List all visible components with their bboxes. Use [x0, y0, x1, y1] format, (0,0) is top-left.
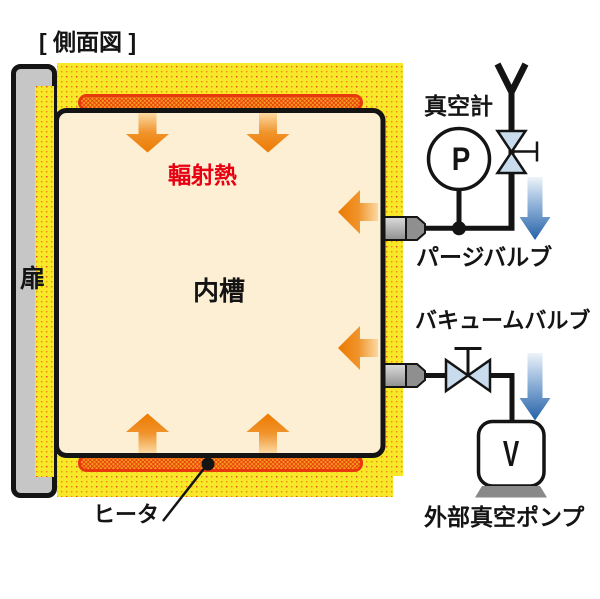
vacuum-pipe-right — [489, 373, 515, 423]
vacuum-valve-label: バキュームバルブ — [415, 308, 591, 333]
vacuum-valve-right-triangle — [465, 357, 492, 394]
heat-arrow-down-right — [246, 113, 290, 153]
vacuum-flow-arrow — [519, 353, 551, 421]
purge-valve-label: パージバルブ — [416, 244, 553, 270]
vacuum-gauge-symbol: P — [451, 141, 471, 177]
inner-chamber-label: 内槽 — [193, 276, 246, 306]
heat-arrow-down-left — [126, 113, 169, 153]
purge-flow-arrow — [519, 177, 551, 240]
purge-port — [383, 216, 426, 241]
vent-y-fork — [494, 62, 529, 100]
heat-arrow-left-lower — [338, 326, 378, 370]
page-title: [ 側面図 ] — [39, 29, 137, 55]
purge-valve-lower-triangle — [495, 149, 528, 175]
insulation-notch — [393, 476, 403, 497]
insulation-strip-door-side — [35, 86, 54, 477]
vacuum-gauge-label: 真空計 — [424, 93, 493, 119]
door-label: 扉 — [20, 265, 46, 293]
external-pump-symbol: V — [502, 433, 520, 474]
inner-chamber — [54, 108, 386, 458]
pipe-junction-dot — [452, 221, 466, 236]
pump-base — [475, 486, 547, 498]
heat-arrow-up-right — [246, 413, 290, 453]
heat-arrow-up-left — [126, 413, 169, 453]
heat-arrow-left-upper — [338, 190, 378, 234]
vacuum-port — [383, 363, 426, 388]
gauge-body — [426, 126, 492, 192]
vacuum-valve-left-triangle — [444, 357, 471, 394]
purge-valve-upper-triangle — [495, 129, 528, 155]
heater-pointer-dot — [201, 457, 215, 471]
heater-pointer-line — [162, 465, 207, 522]
radiant-heat-label: 輻射熱 — [168, 162, 237, 188]
heater-label: ヒータ — [93, 502, 160, 527]
external-pump-label: 外部真空ポンプ — [424, 504, 585, 530]
heater-top-bar — [78, 94, 363, 111]
